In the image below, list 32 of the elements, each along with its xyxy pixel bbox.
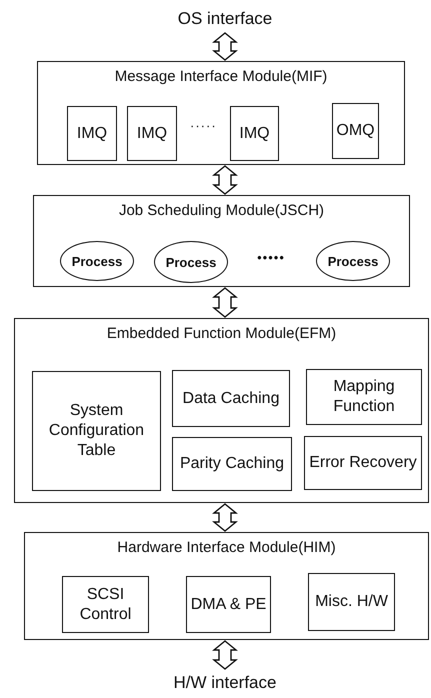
component-box: IMQ [127, 106, 177, 161]
component-box: Parity Caching [172, 437, 292, 491]
component-box: IMQ [67, 106, 117, 161]
double-arrow [212, 287, 238, 318]
component-box: Misc. H/W [308, 573, 395, 631]
component-box: Mapping Function [306, 369, 422, 425]
interface-label: H/W interface [150, 670, 300, 696]
component-box: IMQ [230, 106, 279, 161]
component-box: DMA & PE [186, 576, 271, 633]
process-ellipse: Process [316, 241, 390, 281]
process-ellipse: Process [60, 241, 134, 281]
component-box: Error Recovery [304, 436, 422, 490]
module-box [24, 532, 429, 640]
module-box [37, 61, 405, 165]
module-title: Message Interface Module(MIF) [114, 68, 328, 85]
ellipsis: ····· [190, 118, 216, 133]
double-arrow [212, 165, 238, 195]
component-box: SCSI Control [62, 576, 149, 633]
component-box: OMQ [332, 103, 379, 159]
component-box: Data Caching [172, 370, 290, 427]
double-arrow [212, 503, 238, 532]
process-ellipse: Process [154, 241, 228, 283]
module-title: Job Scheduling Module(JSCH) [118, 202, 326, 219]
double-arrow [212, 32, 238, 61]
module-box [33, 195, 410, 287]
double-arrow [212, 640, 238, 670]
module-title: Embedded Function Module(EFM) [106, 325, 338, 342]
module-box [14, 318, 429, 503]
ellipsis: ••••• [256, 250, 286, 265]
interface-label: OS interface [150, 6, 300, 32]
component-box: System Configuration Table [32, 371, 161, 491]
module-title: Hardware Interface Module(HIM) [116, 539, 337, 556]
